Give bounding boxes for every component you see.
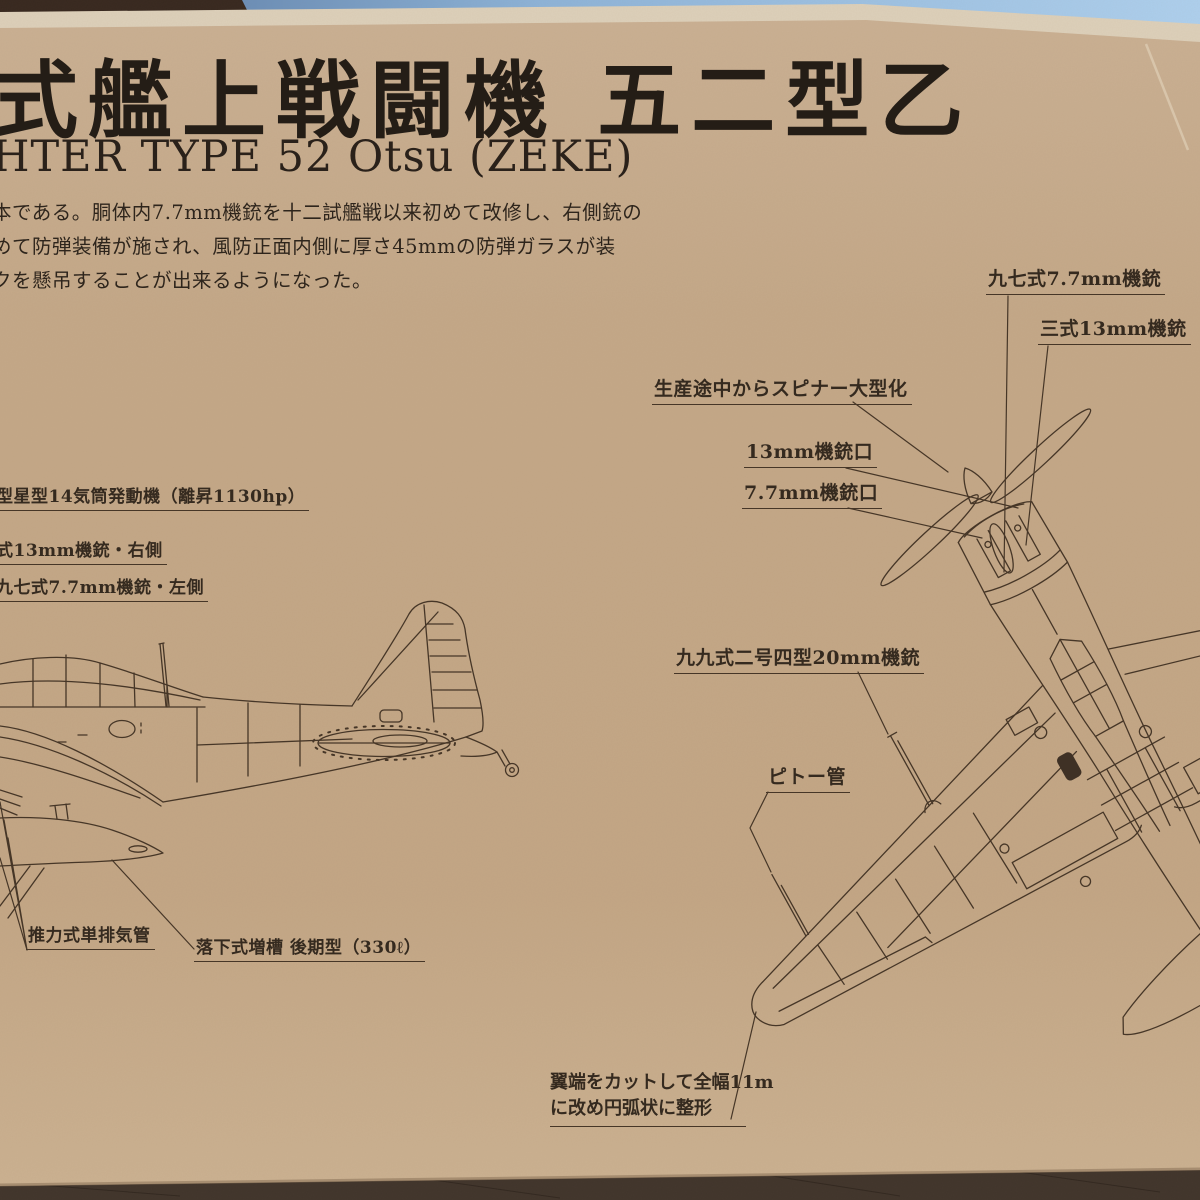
callout-mg-13-right: 式13mm機銃・右側 (0, 536, 167, 565)
description-line-2: めて防弾装備が施され、風防正面内側に厚さ45mmの防弾ガラスが装 (0, 235, 616, 258)
callout-exhaust: 推力式単排気管 (26, 921, 155, 950)
empennage-top-view (1122, 928, 1200, 1036)
callout-mg-77-fuselage: 九七式7.7mm機銃 (986, 264, 1166, 295)
wing-gun-20mm (887, 731, 942, 814)
side-view-drawing (0, 600, 520, 919)
kit-title-english: HTER TYPE 52 Otsu (ZEKE) (0, 132, 634, 182)
callout-engine-note: 型星型14気筒発動機（離昇1130hp） (0, 482, 310, 511)
tailplane-oval (312, 725, 456, 761)
wingtip-note-line-1: 翼端をカットして全幅11m (550, 1072, 774, 1093)
access-hatch (108, 719, 136, 739)
engine-cowling (957, 501, 1069, 606)
callout-drop-tank: 落下式増槽 後期型（330ℓ） (194, 933, 426, 962)
vertical-tail (351, 600, 484, 738)
kit-title-japanese: 式艦上戦闘機 五二型乙 (0, 51, 974, 150)
callout-muzzle-13: 13mm機銃口 (744, 437, 878, 468)
callout-wingtip-note: 翼端をカットして全幅11m に改め円弧状に整形 (550, 1070, 774, 1127)
pitot-tube (771, 873, 810, 937)
top-view-drawing (751, 408, 1200, 1036)
tailwheel-strut (496, 749, 511, 767)
callout-mg-77-left: 九七式7.7mm機銃・左側 (0, 573, 209, 602)
callout-leader-lines (0, 295, 1049, 1120)
exhaust-stubs (0, 789, 23, 816)
wing-side-profile (0, 725, 164, 807)
wings-top-view (751, 566, 1200, 1027)
callout-pitot: ピトー管 (766, 762, 851, 793)
callout-muzzle-77: 7.7mm機銃口 (742, 478, 883, 509)
callout-spinner-note: 生産途中からスピナー大型化 (652, 374, 912, 405)
antenna-mast (158, 642, 170, 707)
tailwheel (504, 762, 520, 778)
canopy-top-view (1049, 638, 1171, 832)
description-line-3: クを懸吊することが出来るようになった。 (0, 269, 373, 292)
callout-mg-13-fuselage: 三式13mm機銃 (1038, 314, 1191, 345)
callout-mg-20-wing: 九九式二号四型20mm機銃 (674, 643, 925, 674)
description-line-1: 本である。胴体内7.7mm機銃を十二試艦戦以来初めて改修し、右側銃の (0, 201, 643, 224)
wingtip-note-line-2: に改め円弧状に整形 (550, 1098, 712, 1119)
description-paragraph: 本である。胴体内7.7mm機銃を十二試艦戦以来初めて改修し、右側銃の めて防弾装… (0, 196, 642, 298)
